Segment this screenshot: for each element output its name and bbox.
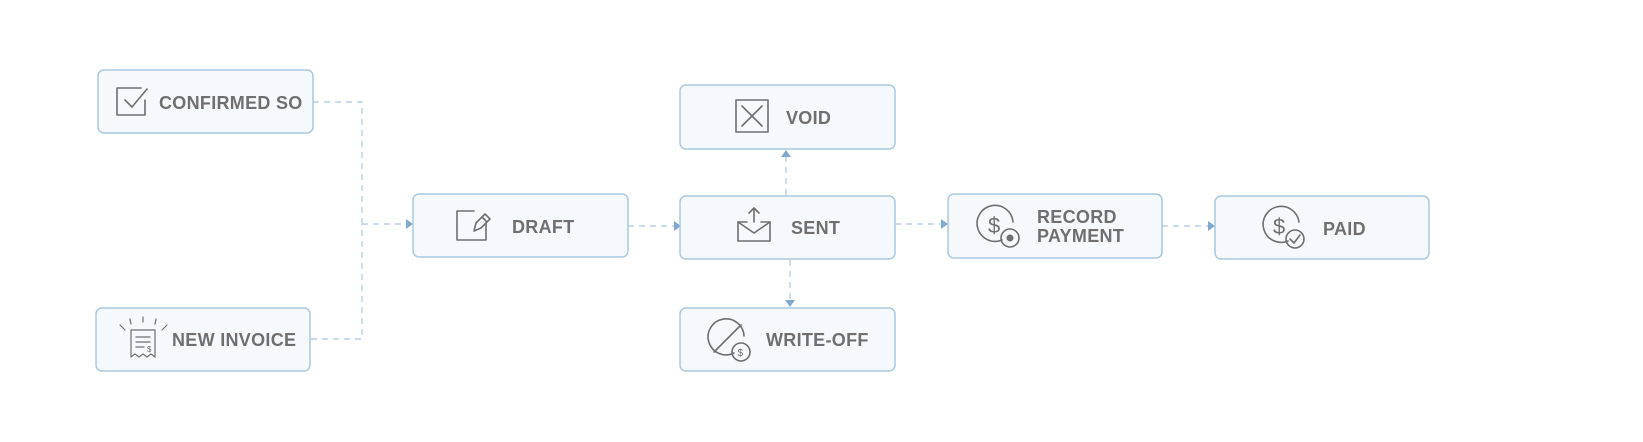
connector-new-invoice-to-draft (311, 224, 363, 340)
node-confirmed-so-box (97, 69, 314, 134)
edit-pencil-icon (456, 210, 491, 241)
node-draft-box (412, 193, 629, 258)
write-off-dollar-glyph: $ (738, 348, 744, 359)
node-record-payment-label: RECORD PAYMENT (1037, 207, 1124, 246)
node-void: VOID (679, 84, 896, 150)
arrowhead-paid (1208, 221, 1215, 231)
dollar-check-icon: $ (1262, 205, 1305, 249)
arrowhead-void (781, 150, 791, 157)
record-payment-dollar-glyph: $ (988, 213, 1000, 238)
arrowhead-record-payment (941, 219, 948, 229)
node-paid-label: PAID (1323, 219, 1366, 239)
connector-confirmed-so-to-draft (313, 101, 363, 224)
checkbox-check-icon (116, 87, 148, 116)
node-paid: $ PAID (1214, 195, 1430, 260)
arrowhead-write-off (785, 300, 795, 307)
node-record-payment: $ RECORD PAYMENT (947, 193, 1163, 259)
node-confirmed-so-label: CONFIRMED SO (159, 93, 303, 113)
connectors (311, 101, 1215, 340)
mail-upload-icon (737, 207, 771, 242)
cancel-money-icon: $ (707, 318, 751, 362)
node-draft-label: DRAFT (512, 217, 575, 237)
node-write-off-box (679, 307, 896, 372)
node-write-off: $ WRITE-OFF (679, 307, 896, 372)
node-record-payment-label-line2: PAYMENT (1037, 226, 1124, 246)
node-sent-box (679, 195, 896, 260)
arrowhead-draft (406, 219, 413, 229)
arrowhead-sent (674, 221, 681, 231)
node-write-off-label: WRITE-OFF (766, 330, 869, 350)
paid-dollar-glyph: $ (1273, 214, 1285, 239)
node-void-box (679, 84, 896, 150)
dollar-record-icon: $ (976, 204, 1020, 248)
receipt-dollar-glyph: $ (147, 345, 152, 354)
node-record-payment-label-line1: RECORD (1037, 207, 1117, 227)
node-new-invoice-label: NEW INVOICE (172, 330, 296, 350)
close-box-icon (735, 99, 769, 133)
receipt-icon: $ (119, 316, 168, 358)
node-paid-box (1214, 195, 1430, 260)
node-draft: DRAFT (412, 193, 629, 258)
node-new-invoice: $ NEW INVOICE (95, 307, 311, 372)
node-void-label: VOID (786, 108, 831, 128)
node-confirmed-so: CONFIRMED SO (97, 69, 314, 134)
node-sent: SENT (679, 195, 896, 260)
node-sent-label: SENT (791, 218, 840, 238)
